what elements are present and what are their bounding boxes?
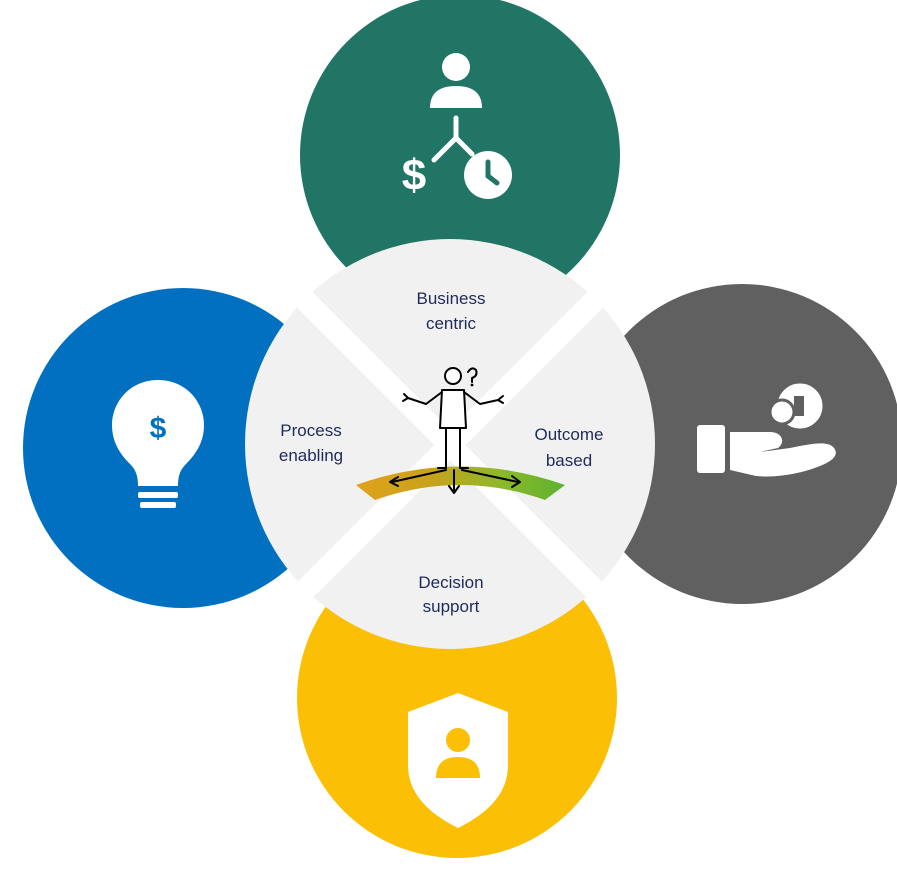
label-right-line1: Outcome [535,425,604,444]
label-right: Outcome based [535,425,604,470]
shield-user-icon [408,693,508,828]
label-bottom-line2: support [423,597,480,616]
petal-top-circle [300,0,620,315]
svg-text:$: $ [402,151,426,200]
svg-text:$: $ [150,412,167,445]
label-bottom: Decision support [418,573,483,616]
label-top: Business centric [417,289,486,333]
hand-giving-coin-icon [697,380,836,477]
label-right-line2: based [546,451,592,470]
person-choosing-path-icon [356,367,565,500]
label-bottom-line1: Decision [418,573,483,592]
user-dollar-clock-icon: $ [402,53,512,200]
label-left-line1: Process [280,421,341,440]
label-left-line2: enabling [279,446,343,465]
label-top-line2: centric [426,314,477,333]
label-top-line1: Business [417,289,486,308]
label-left: Process enabling [279,421,343,465]
lightbulb-dollar-icon: $ [112,380,204,508]
separator-lines [242,237,658,653]
